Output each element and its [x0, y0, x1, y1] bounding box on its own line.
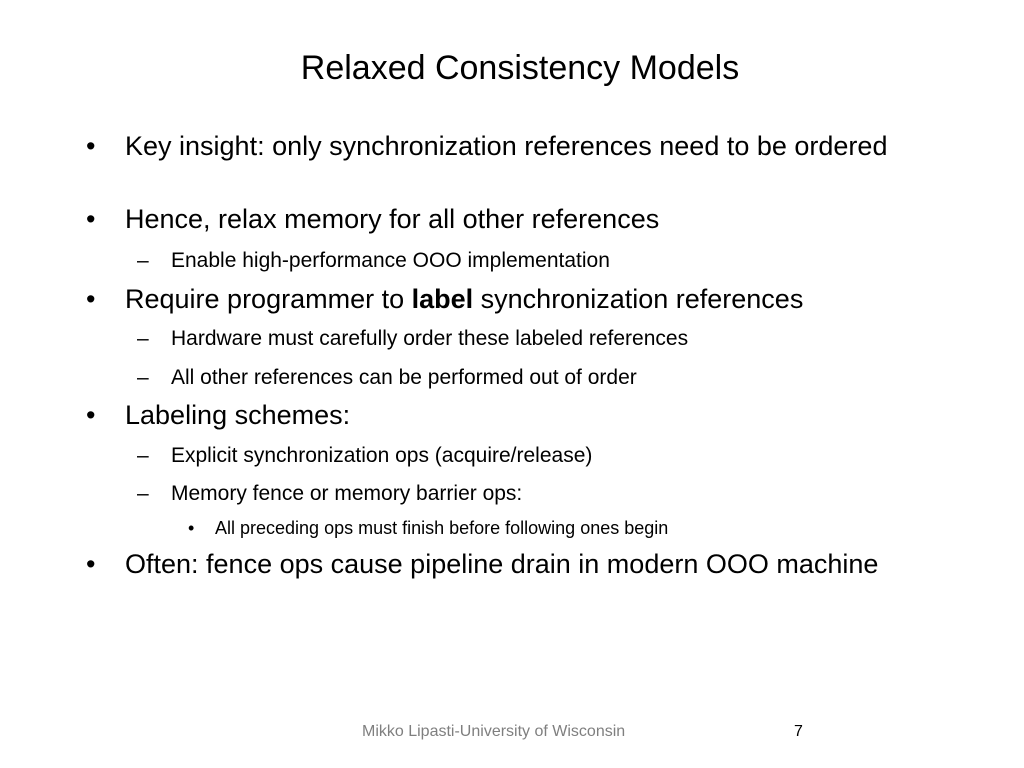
bold-label-word: label: [411, 284, 474, 314]
bullet-text-after-bold: synchronization references: [473, 284, 804, 314]
page-number: 7: [794, 723, 803, 740]
sub-bullet-marker: –: [137, 482, 149, 505]
bullet-text: Often: fence ops cause pipeline drain in…: [125, 549, 879, 579]
bullet-marker: •: [86, 549, 96, 579]
sub-bullet-text: Hardware must carefully order these labe…: [171, 327, 689, 350]
sub-sub-bullet-text: All preceding ops must finish before fol…: [215, 518, 669, 538]
sub-sub-bullet-marker: •: [188, 518, 195, 538]
bullet-text-before-bold: Require programmer to: [125, 284, 412, 314]
bullet-text: Labeling schemes:: [125, 400, 351, 430]
bullet-text-label: Require programmer to label synchronizat…: [125, 283, 915, 316]
bullet-marker: •: [86, 400, 96, 430]
sub-bullet-marker: –: [137, 249, 149, 272]
sub-bullet-text: All other references can be performed ou…: [171, 366, 637, 389]
footer-author: Mikko Lipasti-University of Wisconsin: [362, 723, 626, 740]
bullet-marker: •: [86, 131, 96, 161]
sub-bullet-marker: –: [137, 444, 149, 467]
bullet-text: Hence, relax memory for all other refere…: [125, 204, 660, 234]
sub-bullet-marker: –: [137, 366, 149, 389]
sub-bullet-marker: –: [137, 327, 149, 350]
bullet-marker: •: [86, 204, 96, 234]
sub-bullet-text: Explicit synchronization ops (acquire/re…: [171, 444, 593, 467]
sub-bullet-text: Enable high-performance OOO implementati…: [171, 249, 610, 272]
slide-title: Relaxed Consistency Models: [300, 49, 740, 87]
bullet-text: Key insight: only synchronization refere…: [125, 131, 888, 161]
sub-bullet-text: Memory fence or memory barrier ops:: [171, 482, 523, 505]
bullet-marker: •: [86, 284, 96, 314]
